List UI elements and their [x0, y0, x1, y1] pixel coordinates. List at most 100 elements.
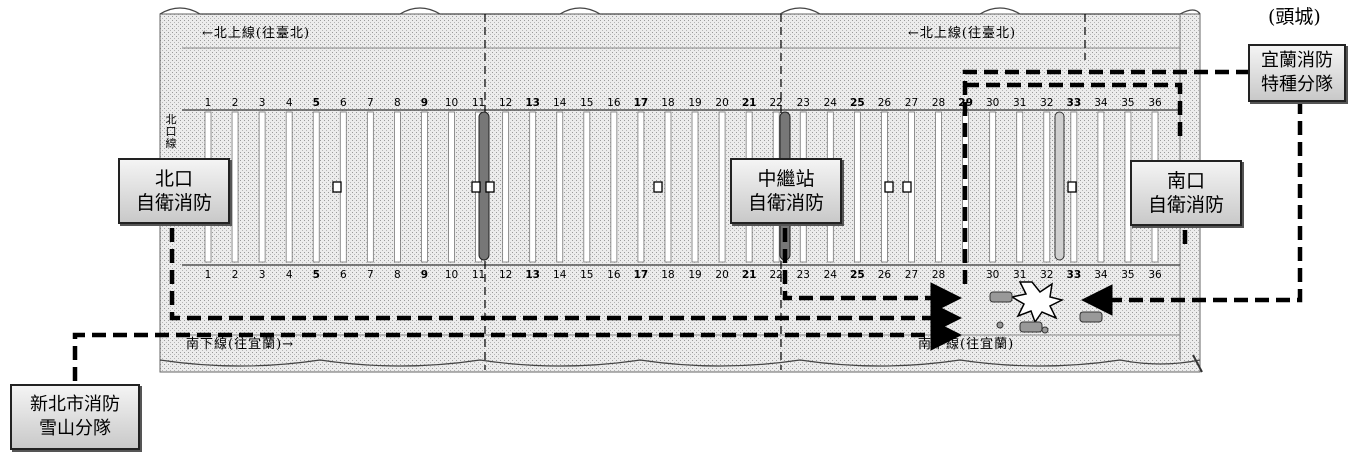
northbound-label-left: ←北上線(往臺北): [202, 26, 311, 41]
cross-passage-number: 34: [1094, 269, 1108, 281]
north-portal-line1: 北口: [154, 168, 193, 190]
cross-passage-number: 28: [932, 269, 945, 281]
cross-passage-number: 36: [1148, 269, 1162, 281]
cross-passage-number: 20: [715, 269, 728, 281]
cross-passage-number: 27: [905, 269, 918, 281]
cross-passage-number: 34: [1094, 97, 1108, 109]
cross-passage-number: 8: [394, 269, 401, 281]
north-portal-line2: 自衛消防: [135, 192, 212, 214]
cross-passage-number: 9: [421, 269, 428, 281]
yilan-special-unit: 宜蘭消防 特種分隊: [1248, 44, 1346, 102]
cross-passage-number: 4: [286, 269, 293, 281]
cross-passage-column: [691, 111, 699, 263]
southbound-label-left: 南下線(往宜蘭)→: [186, 337, 295, 352]
cross-passage-column: [421, 111, 428, 263]
southbound-label-right: 南下線(往宜蘭): [918, 337, 1015, 352]
cross-passage-number: 22: [770, 97, 783, 109]
cross-passage-number: 31: [1013, 269, 1026, 281]
cross-passage-number: 25: [850, 97, 865, 109]
cross-passage-column: [989, 111, 997, 263]
cross-passage-column: [556, 111, 564, 263]
cross-passage-column: [637, 111, 645, 263]
cross-passage-number: 35: [1121, 269, 1134, 281]
cross-passage-number: 7: [367, 269, 374, 281]
cross-passage-number: 2: [232, 97, 239, 109]
cross-passage-column: [285, 111, 293, 263]
cross-passage-column: [393, 111, 401, 263]
south-portal-fire-station: 南口 自衛消防: [1130, 160, 1242, 226]
south-portal-line2: 自衛消防: [1147, 194, 1224, 216]
cross-passage-number: 6: [340, 97, 347, 109]
cross-passage-number: 33: [1067, 97, 1082, 109]
xueshan-line1: 新北市消防: [30, 394, 120, 415]
shelter-markers: [332, 181, 1077, 193]
cross-passage-number: 18: [661, 269, 674, 281]
north-portal-fire-station: 北口 自衛消防: [118, 158, 230, 224]
cross-passage-number: 16: [607, 269, 621, 281]
cross-passage-number: 27: [905, 97, 918, 109]
cross-passage-column: [718, 111, 726, 263]
cross-passage-column: [366, 111, 374, 263]
cross-passage-number: 33: [1067, 269, 1082, 281]
cross-passage-number: 36: [1148, 97, 1162, 109]
relay-station-line1: 中繼站: [757, 168, 815, 190]
cross-passage-number: 15: [580, 97, 593, 109]
cross-passage-column: [448, 111, 455, 263]
cross-passage-number: 14: [553, 97, 567, 109]
cross-passage-number: 3: [259, 269, 266, 281]
cross-passage-number: 28: [932, 97, 945, 109]
cross-passage-number: 15: [580, 269, 593, 281]
cross-passage-number: 9: [421, 97, 428, 109]
cross-passage-column: [610, 111, 618, 263]
cross-passage-column: [664, 111, 672, 263]
cross-passage-number: 6: [340, 269, 347, 281]
relay-station-line2: 自衛消防: [747, 192, 824, 214]
cross-passage-number: 35: [1121, 97, 1134, 109]
south-portal-line1: 南口: [1166, 170, 1205, 192]
cross-passage-number: 10: [445, 269, 458, 281]
cross-passage-number: 10: [445, 97, 458, 109]
cross-passage-number: 18: [661, 97, 674, 109]
cross-passage-number: 1: [205, 97, 212, 109]
cross-passage-column: [935, 111, 942, 263]
cross-passage-number: 31: [1013, 97, 1026, 109]
cross-passage-column: [1016, 111, 1024, 263]
cross-passage-number: 13: [525, 269, 540, 281]
cross-passage-number: 17: [634, 97, 649, 109]
cross-passage-number: 2: [232, 269, 239, 281]
section-dividers: [484, 14, 1086, 370]
cross-passage-column: [1097, 111, 1105, 263]
cross-passage-column: [502, 111, 510, 263]
cross-passage-number: 11: [472, 97, 485, 109]
cross-passage-number: 24: [824, 97, 838, 109]
cross-passage-number: 4: [286, 97, 293, 109]
north-portal-side-label: 北口線: [165, 113, 177, 150]
cross-passage-number: 14: [553, 269, 567, 281]
cross-passage-column: [258, 111, 266, 263]
cross-passage-column: [529, 111, 537, 263]
cross-passage-column: [853, 111, 861, 263]
relay-station-fire-station: 中繼站 自衛消防: [730, 158, 842, 224]
cross-passage-number: 3: [259, 97, 266, 109]
cross-passage-number: 24: [824, 269, 838, 281]
cross-passage-number: 16: [607, 97, 621, 109]
cross-passage-number: 32: [1040, 269, 1053, 281]
cross-passage-number: 5: [313, 269, 320, 281]
cross-passage-column: [231, 111, 239, 263]
response-routes: [72, 69, 1303, 402]
xueshan-line2: 雪山分隊: [39, 418, 111, 439]
toucheng-label: (頭城): [1268, 6, 1321, 28]
cross-passage-number: 21: [742, 97, 757, 109]
cross-passage-number: 25: [850, 269, 865, 281]
cross-passage-number: 19: [688, 97, 701, 109]
cross-passage-number: 26: [878, 97, 892, 109]
cross-passage-number: 23: [797, 269, 810, 281]
cross-passage-number: 8: [394, 97, 401, 109]
cross-passage-number: 21: [742, 269, 757, 281]
cross-passage-number: 19: [688, 269, 701, 281]
cross-passage-number: 5: [313, 97, 320, 109]
cross-passage-number: 20: [715, 97, 728, 109]
cross-passage-column: [312, 111, 320, 263]
